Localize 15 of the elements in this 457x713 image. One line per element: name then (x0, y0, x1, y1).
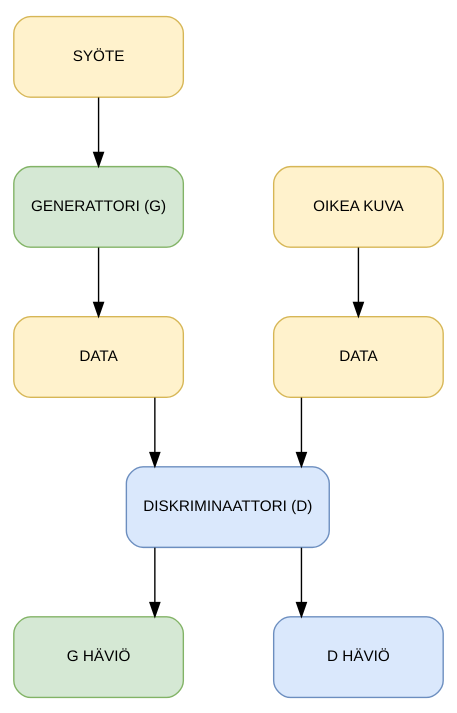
arrow (352, 247, 364, 318)
node-box: DISKRIMINAATTORI (D) (126, 466, 330, 548)
arrow (92, 96, 104, 168)
node-box: DATA (272, 316, 444, 398)
node-box: SYÖTE (13, 15, 184, 98)
arrow (296, 547, 308, 618)
node-box: DATA (13, 316, 184, 398)
arrow (149, 397, 161, 468)
node-box: D HÄVIÖ (272, 616, 444, 698)
arrow (296, 397, 308, 468)
arrow (149, 547, 161, 618)
node-box: GENERATTORI (G) (13, 165, 184, 248)
node-box: OIKEA KUVA (272, 165, 444, 248)
node-box: G HÄVIÖ (13, 616, 184, 698)
arrow (92, 247, 104, 318)
